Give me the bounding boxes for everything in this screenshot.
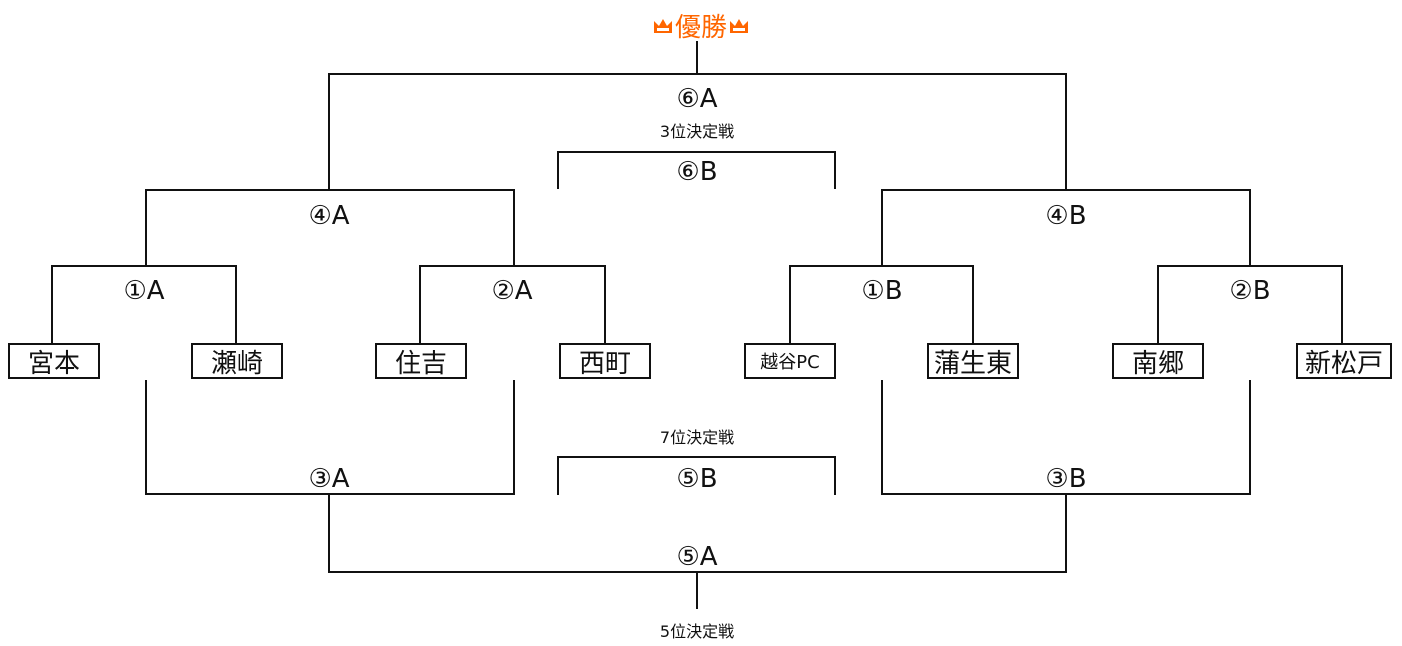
match-label-4a: ④A [304, 203, 354, 229]
team-name: 宮本 [27, 348, 80, 379]
match-label-2b: ②B [1225, 278, 1275, 304]
match-label-1b: ①B [857, 278, 907, 304]
team-box-nango: 南郷 [1112, 343, 1204, 379]
crown-icon [728, 16, 750, 36]
match-label-3a: ③A [304, 466, 354, 492]
team-box-koshigaya-pc: 越谷PC [744, 343, 836, 379]
match-label-1a: ①A [119, 278, 169, 304]
team-box-gamou-higashi: 蒲生東 [927, 343, 1019, 379]
team-name: 越谷PC [760, 352, 820, 373]
match-label-5a: ⑤A [672, 544, 722, 570]
team-name: 西町 [578, 348, 631, 379]
seventh-place-caption: 7位決定戦 [659, 428, 735, 447]
team-box-nishimachi: 西町 [559, 343, 651, 379]
match-label-5b: ⑤B [672, 466, 722, 492]
team-box-shinmatsudo: 新松戸 [1296, 343, 1392, 379]
match-label-6b: ⑥B [672, 159, 722, 185]
team-name: 瀬崎 [210, 348, 263, 379]
fifth-place-caption: 5位決定戦 [659, 622, 735, 641]
team-name: 新松戸 [1304, 348, 1383, 379]
match-label-6a: ⑥A [672, 86, 722, 112]
team-name: 南郷 [1131, 348, 1184, 379]
team-box-sezaki: 瀬崎 [191, 343, 283, 379]
champion-title: 優勝 [652, 7, 750, 44]
champion-label: 優勝 [674, 13, 728, 43]
team-box-miyamoto: 宮本 [8, 343, 100, 379]
third-place-caption: 3位決定戦 [659, 122, 735, 141]
match-label-2a: ②A [487, 278, 537, 304]
match-label-4b: ④B [1041, 203, 1091, 229]
match-label-3b: ③B [1041, 466, 1091, 492]
crown-icon [652, 16, 674, 36]
team-name: 蒲生東 [933, 348, 1012, 379]
team-name: 住吉 [394, 348, 447, 379]
team-box-sumiyoshi: 住吉 [375, 343, 467, 379]
